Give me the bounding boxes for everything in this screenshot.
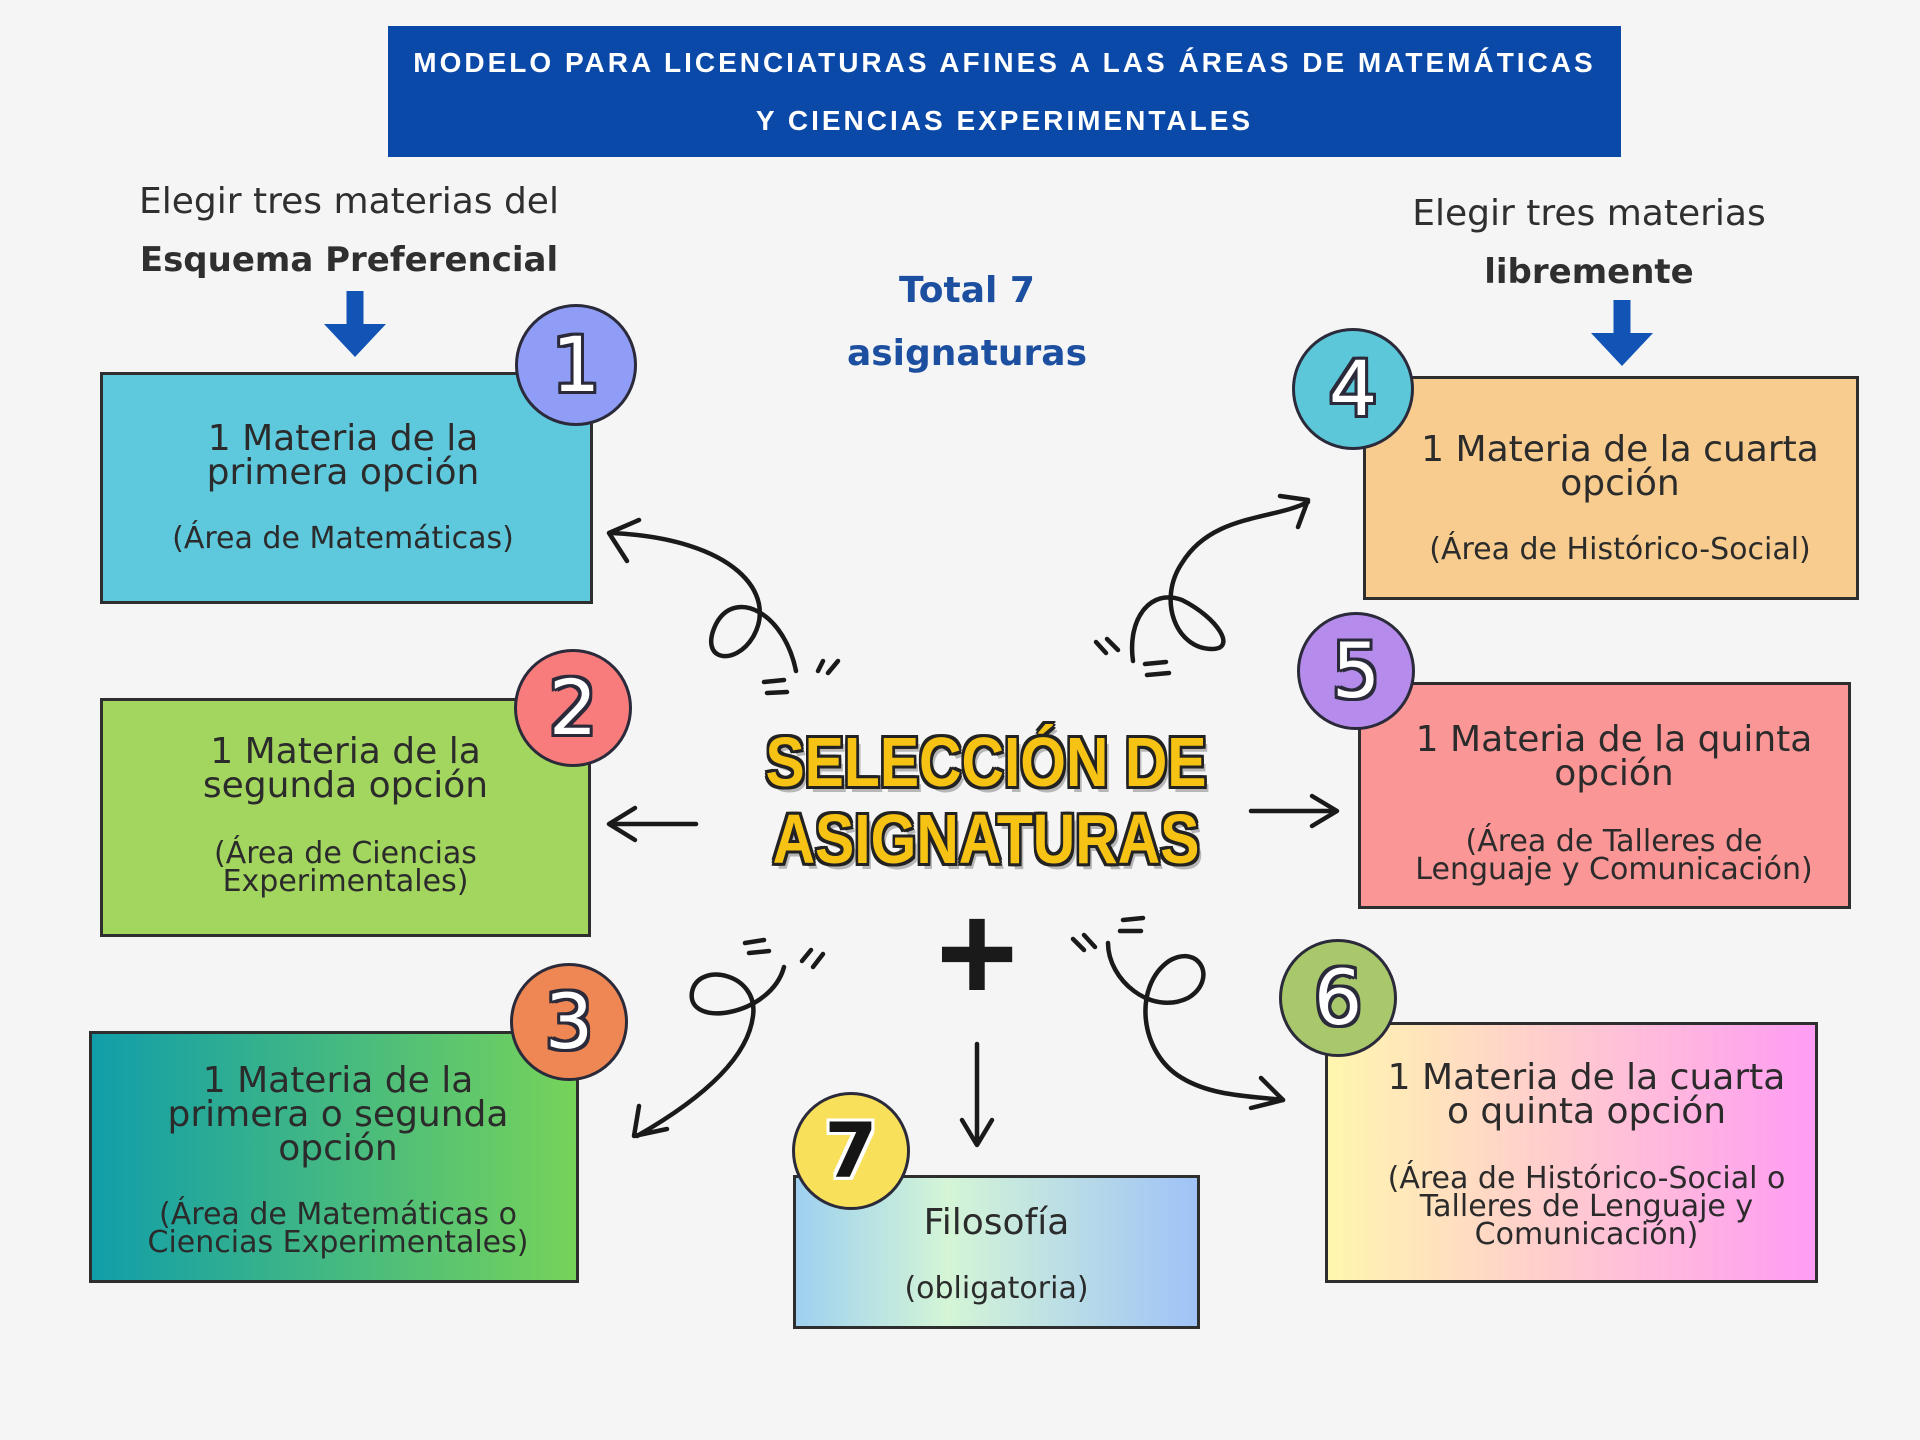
total-line-1: Total 7: [899, 270, 1035, 311]
card-area-line: Comunicación): [1474, 1217, 1699, 1252]
badge-number: 1: [551, 320, 601, 409]
card-title-line: o quinta opción: [1446, 1091, 1727, 1132]
card-area-line: Talleres de Lenguaje y: [1419, 1189, 1754, 1224]
note-left-line-1: Elegir tres materias del: [139, 181, 559, 222]
badge-number: 2: [548, 663, 598, 752]
note-libremente: Elegir tres materias libremente: [1329, 185, 1849, 301]
title-line-2: Y CIENCIAS EXPERIMENTALES: [755, 104, 1254, 136]
card-title: Filosofía: [796, 1202, 1197, 1243]
card-area: (Área de Histórico-Social o Talleres de …: [1328, 1161, 1815, 1252]
number-badge-2: 2: [514, 649, 632, 767]
card-7: Filosofía (obligatoria): [793, 1175, 1200, 1329]
card-title-line: 1 Materia de la cuarta: [1387, 1057, 1786, 1098]
title-banner: MODELO PARA LICENCIATURAS AFINES A LAS Á…: [388, 26, 1621, 157]
card-3: 1 Materia de la primera o segunda opción…: [89, 1031, 579, 1283]
note-esquema-preferencial: Elegir tres materias del Esquema Prefere…: [89, 173, 609, 289]
card-title-line: 1 Materia de la quinta: [1415, 719, 1813, 760]
card-area-line: Ciencias Experimentales): [147, 1225, 529, 1260]
badge-number: 4: [1328, 344, 1378, 433]
card-title-line: primera opción: [206, 452, 480, 493]
card-area-line: (obligatoria): [904, 1271, 1089, 1306]
card-title-line: 1 Materia de la cuarta: [1421, 429, 1819, 470]
center-title-line-2: ASIGNATURAS: [772, 800, 1200, 878]
card-area: (Área de Histórico-Social): [1366, 532, 1856, 567]
card-area: (Área de Talleres de Lenguaje y Comunica…: [1361, 824, 1848, 887]
note-right-line-1: Elegir tres materias: [1412, 193, 1766, 234]
card-title-line: segunda opción: [202, 765, 489, 806]
card-area: (Área de Matemáticas): [103, 521, 590, 556]
connector-arrow-card-7: [959, 1041, 995, 1148]
arrow-down-icon: [1591, 300, 1653, 366]
card-title-line: 1 Materia de la: [210, 731, 481, 772]
card-2: 1 Materia de la segunda opción (Área de …: [100, 698, 591, 937]
connector-arrow-card-4: [1093, 493, 1311, 678]
note-right-line-2: libremente: [1484, 252, 1694, 292]
number-badge-3: 3: [510, 963, 628, 1081]
badge-number: 3: [544, 977, 594, 1066]
center-title-line-1: SELECCIÓN DE: [765, 723, 1207, 801]
card-area-line: (Área de Histórico-Social): [1429, 532, 1811, 567]
card-title-line: 1 Materia de la: [207, 418, 479, 459]
card-title: 1 Materia de la quinta opción: [1361, 719, 1848, 794]
card-title-line: 1 Materia de la: [202, 1060, 474, 1101]
number-badge-1: 1: [515, 304, 637, 426]
card-title-line: opción: [1560, 463, 1680, 504]
total-subjects-label: Total 7 asignaturas: [767, 259, 1167, 385]
center-title: SELECCIÓN DE ASIGNATURAS: [692, 724, 1280, 878]
card-title: 1 Materia de la cuarta opción: [1366, 429, 1856, 504]
card-title-line: primera o segunda: [167, 1094, 509, 1135]
total-line-2: asignaturas: [846, 333, 1088, 374]
arrow-down-icon: [324, 291, 386, 357]
card-area-line: (Área de Ciencias: [214, 836, 477, 871]
card-4: 1 Materia de la cuarta opción (Área de H…: [1363, 376, 1859, 600]
number-badge-5: 5: [1297, 612, 1415, 730]
connector-arrow-card-6: [1070, 915, 1286, 1111]
number-badge-4: 4: [1292, 328, 1414, 450]
card-title-line: opción: [278, 1128, 398, 1169]
badge-number: 5: [1331, 626, 1381, 715]
card-title-line: opción: [1554, 753, 1674, 794]
number-badge-7: 7: [792, 1092, 910, 1210]
card-title-line: Filosofía: [923, 1202, 1070, 1243]
card-title: 1 Materia de la primera o segunda opción: [92, 1060, 576, 1169]
card-area-line: (Área de Matemáticas o: [159, 1197, 517, 1232]
plus-sign: +: [936, 874, 1018, 1031]
card-area-line: (Área de Talleres de: [1465, 824, 1763, 859]
card-6: 1 Materia de la cuarta o quinta opción (…: [1325, 1022, 1818, 1283]
card-5: 1 Materia de la quinta opción (Área de T…: [1358, 682, 1851, 909]
card-title: 1 Materia de la cuarta o quinta opción: [1328, 1057, 1815, 1132]
badge-number: 7: [824, 1106, 878, 1195]
card-area: (Área de Ciencias Experimentales): [103, 836, 588, 899]
connector-arrow-card-2: [606, 805, 699, 843]
card-1: 1 Materia de la primera opción (Área de …: [100, 372, 593, 604]
title-line-1: MODELO PARA LICENCIATURAS AFINES A LAS Á…: [413, 46, 1596, 78]
badge-number: 6: [1313, 953, 1363, 1042]
card-area-line: (Área de Histórico-Social o: [1387, 1161, 1786, 1196]
number-badge-6: 6: [1279, 939, 1397, 1057]
connector-arrow-card-3: [631, 937, 826, 1139]
card-area-line: Lenguaje y Comunicación): [1415, 852, 1813, 887]
note-left-line-2: Esquema Preferencial: [139, 240, 559, 280]
card-area-line: Experimentales): [222, 864, 469, 899]
card-area: (obligatoria): [796, 1271, 1197, 1306]
card-area: (Área de Matemáticas o Ciencias Experime…: [92, 1197, 576, 1260]
card-title: 1 Materia de la segunda opción: [103, 731, 588, 806]
card-area-line: (Área de Matemáticas): [172, 521, 514, 556]
connector-arrow-card-1: [606, 517, 841, 696]
card-title: 1 Materia de la primera opción: [103, 418, 590, 493]
